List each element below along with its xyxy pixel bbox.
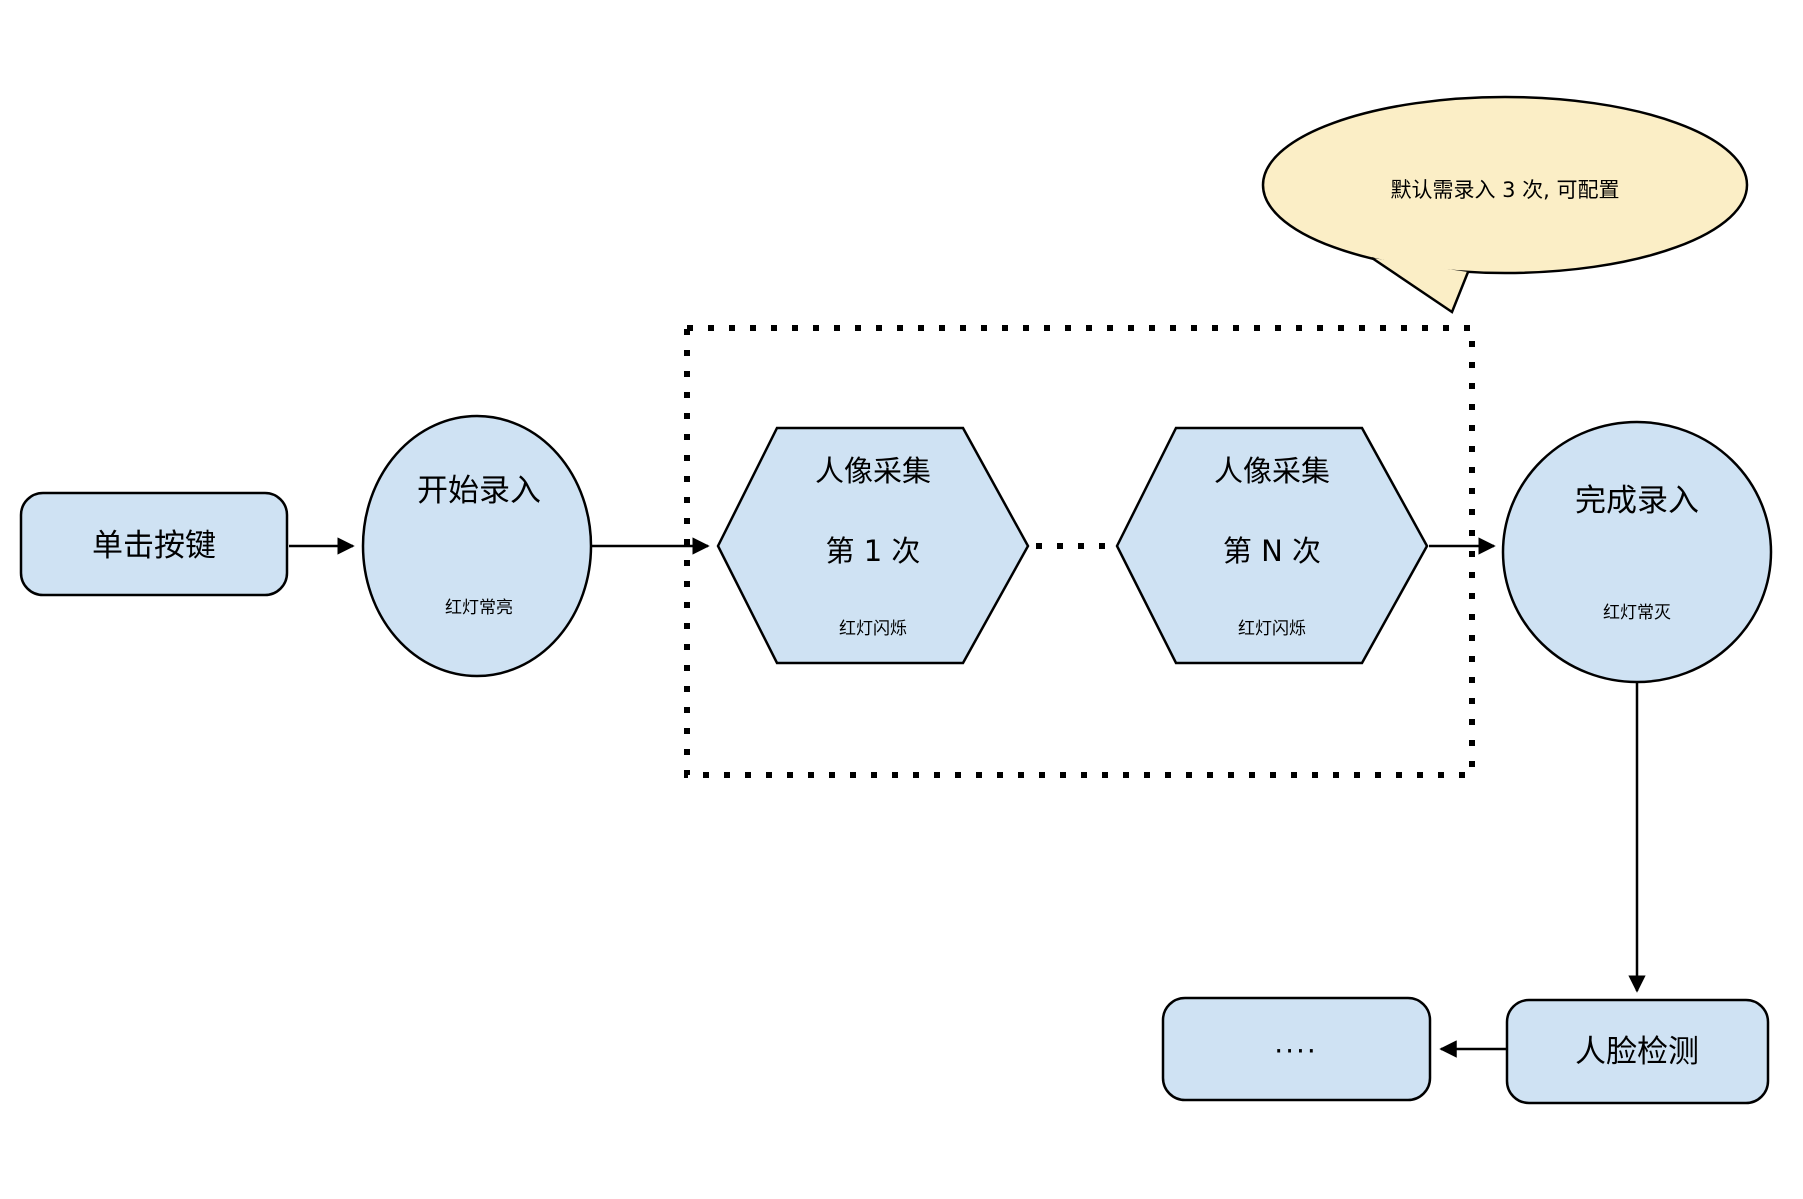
face-detection-box (1505, 998, 1770, 1105)
capture-nth-title: 人像采集 (1214, 454, 1330, 488)
finish-enroll-label: 完成录入 (1575, 483, 1699, 519)
capture-first-status: 红灯闪烁 (839, 619, 907, 639)
capture-nth-status: 红灯闪烁 (1238, 619, 1306, 639)
node-ellipsis: .... (1161, 996, 1432, 1102)
click-button-box (19, 491, 289, 597)
start-enroll-label: 开始录入 (417, 473, 541, 509)
start-enroll-status: 红灯常亮 (445, 598, 513, 618)
capture-first-title: 人像采集 (815, 454, 931, 488)
start-enroll-circle (361, 414, 593, 678)
capture-first-subtitle: 第 1 次 (826, 534, 921, 568)
node-start-enroll: 开始录入 红灯常亮 (361, 414, 593, 678)
capture-nth-subtitle: 第 N 次 (1223, 534, 1321, 568)
callout-text: 默认需录入 3 次, 可配置 (1390, 178, 1619, 202)
capture-loop-dotted-frame (684, 325, 1475, 778)
finish-enroll-status: 红灯常灭 (1603, 603, 1671, 623)
capture-nth-hexagon (1115, 426, 1429, 665)
node-face-detection: 人脸检测 (1505, 998, 1770, 1105)
callout-ellipse (1261, 95, 1749, 275)
node-capture-nth: 人像采集 第 N 次 红灯闪烁 (1115, 426, 1429, 665)
node-click-button: 单击按键 (19, 491, 289, 597)
capture-first-hexagon (716, 426, 1030, 665)
finish-enroll-circle (1501, 420, 1773, 684)
face-detection-label: 人脸检测 (1575, 1034, 1699, 1070)
ellipsis-label: .... (1274, 1027, 1318, 1060)
callout-tail (1371, 256, 1470, 314)
callout-bubble: 默认需录入 3 次, 可配置 (1261, 95, 1749, 314)
node-finish-enroll: 完成录入 红灯常灭 (1501, 420, 1773, 684)
click-button-label: 单击按键 (92, 528, 216, 564)
ellipsis-box (1161, 996, 1432, 1102)
node-capture-first: 人像采集 第 1 次 红灯闪烁 (716, 426, 1030, 665)
